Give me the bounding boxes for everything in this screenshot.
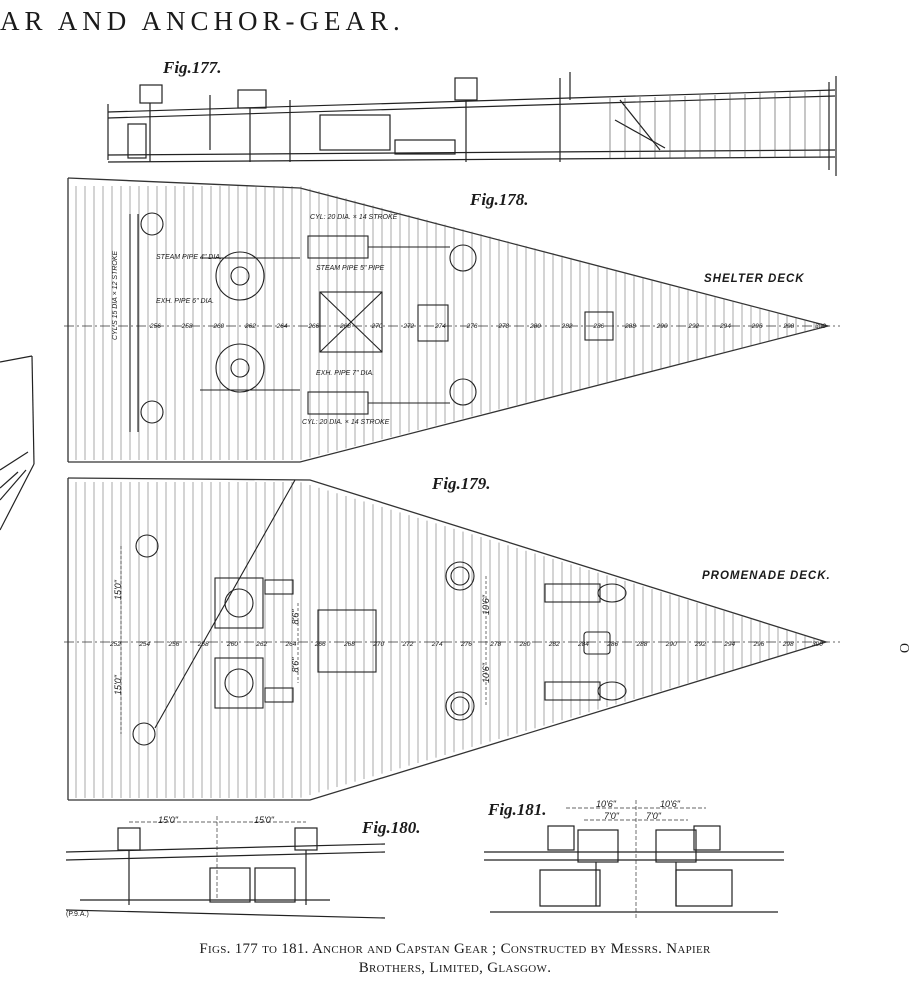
frame-number: 300 [815,323,826,330]
frame-number: 288 [636,641,648,648]
frame-number: 294 [720,323,731,330]
frame-number: 292 [688,323,700,330]
frame-number: 256 [150,323,161,330]
frame-number: 294 [724,641,736,648]
page-header: AR AND ANCHOR-GEAR. [0,6,405,36]
frame-number: 270 [371,323,383,330]
frame-number: 276 [466,323,478,330]
fig179-label: Fig.179. [432,474,491,493]
frame-number: 286 [593,323,605,330]
frame-number: 276 [461,641,472,648]
fig181-label: Fig.181. [488,800,547,819]
frame-number: 282 [561,323,573,330]
frame-number: 278 [490,641,502,648]
fig178-cyl-side-note: CYL'S 15 DIA × 12 STROKE [112,250,119,340]
frame-number: 280 [519,641,531,648]
fig177-label: Fig.177. [163,58,222,77]
fig178-cyl-top-note: CYL: 20 DIA. × 14 STROKE [310,214,398,221]
fig180-dim-a: 15'0" [158,815,178,825]
frame-number: 272 [403,323,415,330]
fig179-dim-106a: 10'6" [480,595,491,615]
frame-number: 274 [435,323,446,330]
fig180-dim-b: 15'0" [254,815,274,825]
caption-line-1: Figs. 177 to 181. Anchor and Capstan Gea… [199,941,711,957]
fig178-exh-pipe-note: EXH. PIPE 6" DIA. [156,298,215,305]
frame-number: 258 [197,641,209,648]
frame-number: 264 [276,323,288,330]
fig179-dim-86a: 8'6" [290,609,301,625]
frame-number: 270 [373,641,385,648]
fig179-dim-86b: 8'6" [290,657,301,673]
fig179-dim-106b: 10'6" [480,663,491,683]
frame-number: 262 [256,641,268,648]
fig178-exh-pipe-7-note: EXH. PIPE 7" DIA. [316,370,375,377]
frame-number: 264 [285,641,297,648]
frame-number: 298 [783,323,795,330]
frame-number: 272 [402,641,414,648]
fig180-label: Fig.180. [362,818,421,837]
fig178-label: Fig.178. [470,190,529,209]
frame-number: 256 [168,641,180,648]
frame-number: 282 [548,641,560,648]
fig181-dim-a: 10'6" [596,799,616,809]
shelter-deck-label: SHELTER DECK [704,273,805,285]
frame-number: 288 [625,323,636,330]
fig181-dim-c: 7'0" [604,811,619,821]
frame-number: 268 [344,641,355,648]
frame-number: 290 [665,641,677,648]
frame-number: 278 [498,323,510,330]
frame-number: 284 [578,641,589,648]
caption-line-2: Brothers, Limited, Glasgow. [358,960,552,976]
fig178-steam-pipe-5-note: STEAM PIPE 5" PIPE [316,265,385,272]
frame-number: 280 [530,323,541,330]
frame-number: 252 [110,641,121,648]
frame-number: 266 [314,641,326,648]
frame-number: 286 [607,641,619,648]
frame-number: 260 [213,323,225,330]
frame-number: 300 [812,641,823,648]
frame-number: 296 [753,641,765,648]
fig181-dim-d: 7'0" [646,811,661,821]
frame-number: 290 [656,323,668,330]
frame-number: 260 [227,641,238,648]
frame-number: 292 [695,641,706,648]
frame-number: 298 [782,641,794,648]
margin-mark: O [896,642,910,654]
promenade-deck-label: PROMENADE DECK. [702,570,831,582]
frame-number: 296 [751,323,763,330]
fig179-dim-15b: 15'0" [112,675,123,695]
frame-number: 262 [245,323,256,330]
fig181-dim-b: 10'6" [660,799,680,809]
frame-number: 274 [431,641,443,648]
fig180-stamp: (P.9.A.) [66,911,89,918]
frame-number: 268 [340,323,351,330]
frame-number: 266 [308,323,320,330]
fig178-steam-pipe-note: STEAM PIPE 4" DIA. [156,254,222,261]
fig178-cyl-bottom-note: CYL: 20 DIA. × 14 STROKE [302,419,390,426]
frame-number: 258 [181,323,193,330]
fig179-dim-15a: 15'0" [112,580,123,600]
frame-number: 254 [139,641,151,648]
